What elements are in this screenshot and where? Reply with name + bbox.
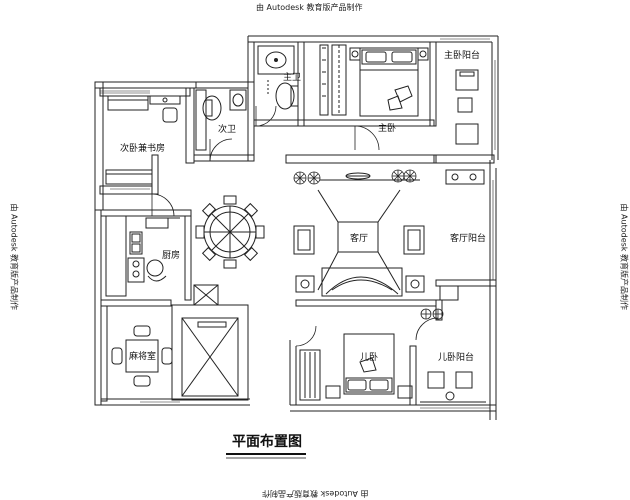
second-bath-fixtures xyxy=(195,89,247,151)
master-balcony-furniture xyxy=(455,69,479,145)
master-bedroom-furniture xyxy=(319,44,429,117)
label-kitchen: 厨房 xyxy=(162,249,180,261)
label-master-bath: 主卫 xyxy=(283,71,301,83)
room-labels: 主卫 主卧阳台 主卧 次卫 次卧兼书房 厨房 客厅 客厅阳台 麻将室 儿卧 儿卧… xyxy=(120,49,486,363)
kitchen-fixtures xyxy=(105,215,180,297)
plant-icons xyxy=(293,169,444,320)
child-balcony-furniture xyxy=(420,371,486,403)
plant-icon xyxy=(432,308,444,320)
child-bedroom-furniture xyxy=(299,333,413,401)
mahjong-table xyxy=(111,325,173,387)
interior-walls xyxy=(99,41,497,406)
plant-icon xyxy=(391,169,405,183)
watermark-top: 由 Autodesk 教育版产品制作 xyxy=(256,3,363,12)
plant-icon xyxy=(420,308,432,320)
label-mahjong-room: 麻将室 xyxy=(129,350,156,362)
label-second-bedroom-study: 次卧兼书房 xyxy=(120,142,165,154)
label-child-balcony: 儿卧阳台 xyxy=(438,351,474,363)
plant-icon xyxy=(293,171,307,185)
study-furniture xyxy=(105,95,181,185)
drawing-title: 平面布置图 xyxy=(226,433,306,459)
label-living-room: 客厅 xyxy=(350,232,368,244)
title-text: 平面布置图 xyxy=(232,433,302,450)
plant-icon xyxy=(307,171,321,185)
windows xyxy=(100,38,496,409)
plant-icon xyxy=(403,169,417,183)
label-master-balcony: 主卧阳台 xyxy=(444,49,480,61)
label-living-balcony: 客厅阳台 xyxy=(450,232,486,244)
living-balcony-furniture xyxy=(439,169,485,301)
dining-table xyxy=(195,195,265,269)
master-bath-fixtures xyxy=(257,45,299,110)
label-child-bedroom: 儿卧 xyxy=(360,351,378,363)
label-master-bedroom: 主卧 xyxy=(378,122,396,134)
label-second-bath: 次卫 xyxy=(218,123,236,135)
living-room-furniture xyxy=(293,172,425,297)
